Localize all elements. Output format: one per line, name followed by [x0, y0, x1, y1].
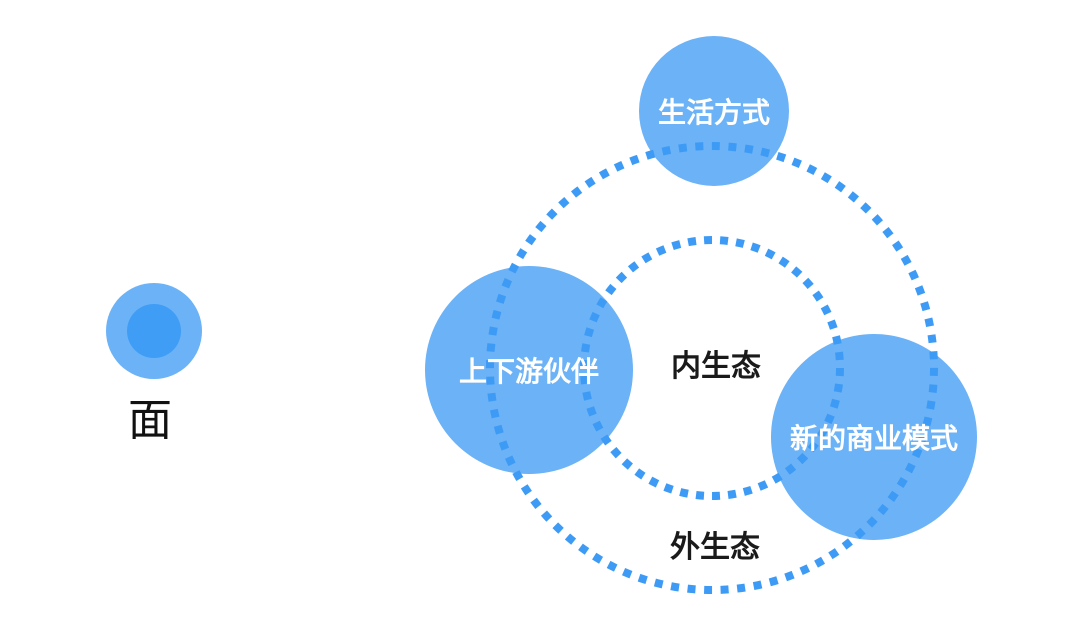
inner-ecosystem-label: 内生态 [671, 350, 761, 383]
outer-ecosystem-label: 外生态 [670, 531, 760, 564]
legend-label: 面 [128, 396, 172, 445]
node-lifestyle [639, 36, 789, 186]
concentric-circles-icon [106, 283, 202, 379]
concentric-circles-icon-core [127, 304, 181, 358]
node-partners [425, 266, 633, 474]
